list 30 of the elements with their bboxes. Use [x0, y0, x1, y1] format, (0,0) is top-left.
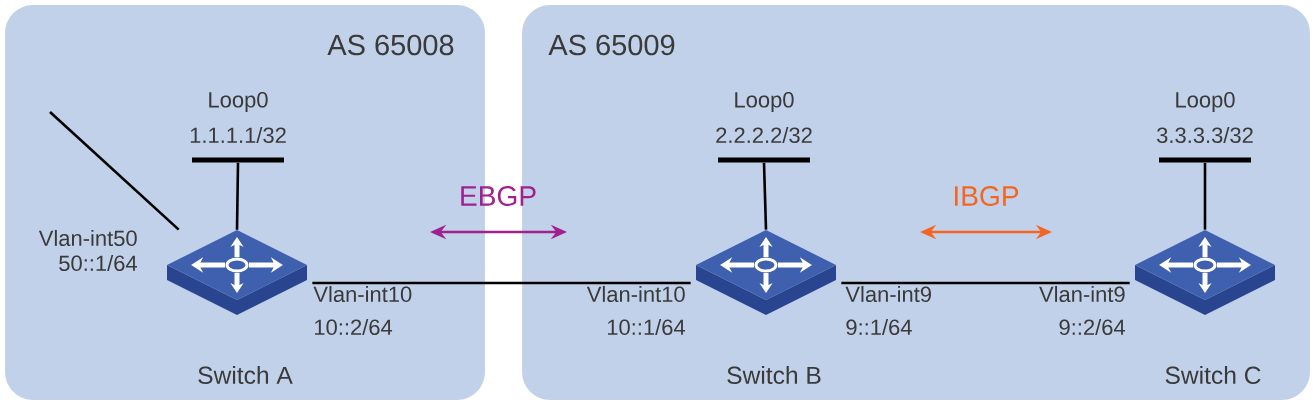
- interface-label: 10::1/64: [607, 318, 685, 336]
- interface-label: 9::2/64: [1059, 318, 1125, 336]
- interface-label: Vlan-int9: [845, 285, 931, 303]
- device-label: Switch C: [1165, 365, 1261, 385]
- interface-label: 10::2/64: [315, 318, 393, 336]
- session-label: EBGP: [461, 186, 536, 206]
- interface-label: Vlan-int10: [313, 285, 412, 303]
- loopback-bar: Loop0 1.1.1.1/32: [190, 92, 286, 163]
- link-line: [312, 281, 691, 285]
- device-label: Switch A: [198, 365, 293, 385]
- node-label: Loop0: [735, 92, 794, 112]
- loopback-bar: Loop0 3.3.3.3/32: [1157, 92, 1253, 163]
- node-label: Loop0: [1176, 92, 1235, 112]
- interface-label: 50::1/64: [59, 254, 137, 272]
- interface-label: 9::1/64: [846, 318, 912, 336]
- node-label: 3.3.3.3/32: [1156, 126, 1253, 144]
- loopback-bar: Loop0 2.2.2.2/32: [716, 92, 812, 163]
- node-label: 1.1.1.1/32: [190, 126, 286, 144]
- link-line: [49, 111, 180, 231]
- node-label: 2.2.2.2/32: [716, 126, 812, 144]
- interface-label: Vlan-int10: [586, 285, 685, 303]
- link-line: [762, 162, 768, 230]
- device-label: Switch B: [727, 365, 821, 385]
- session-label: IBGP: [955, 186, 1019, 206]
- link-line: [841, 281, 1130, 285]
- link-line: [235, 162, 240, 230]
- interface-label: Vlan-int9: [1039, 285, 1125, 303]
- link-line: [1203, 162, 1207, 230]
- node-label: Loop0: [209, 92, 268, 112]
- interface-label: Vlan-int50: [38, 229, 137, 247]
